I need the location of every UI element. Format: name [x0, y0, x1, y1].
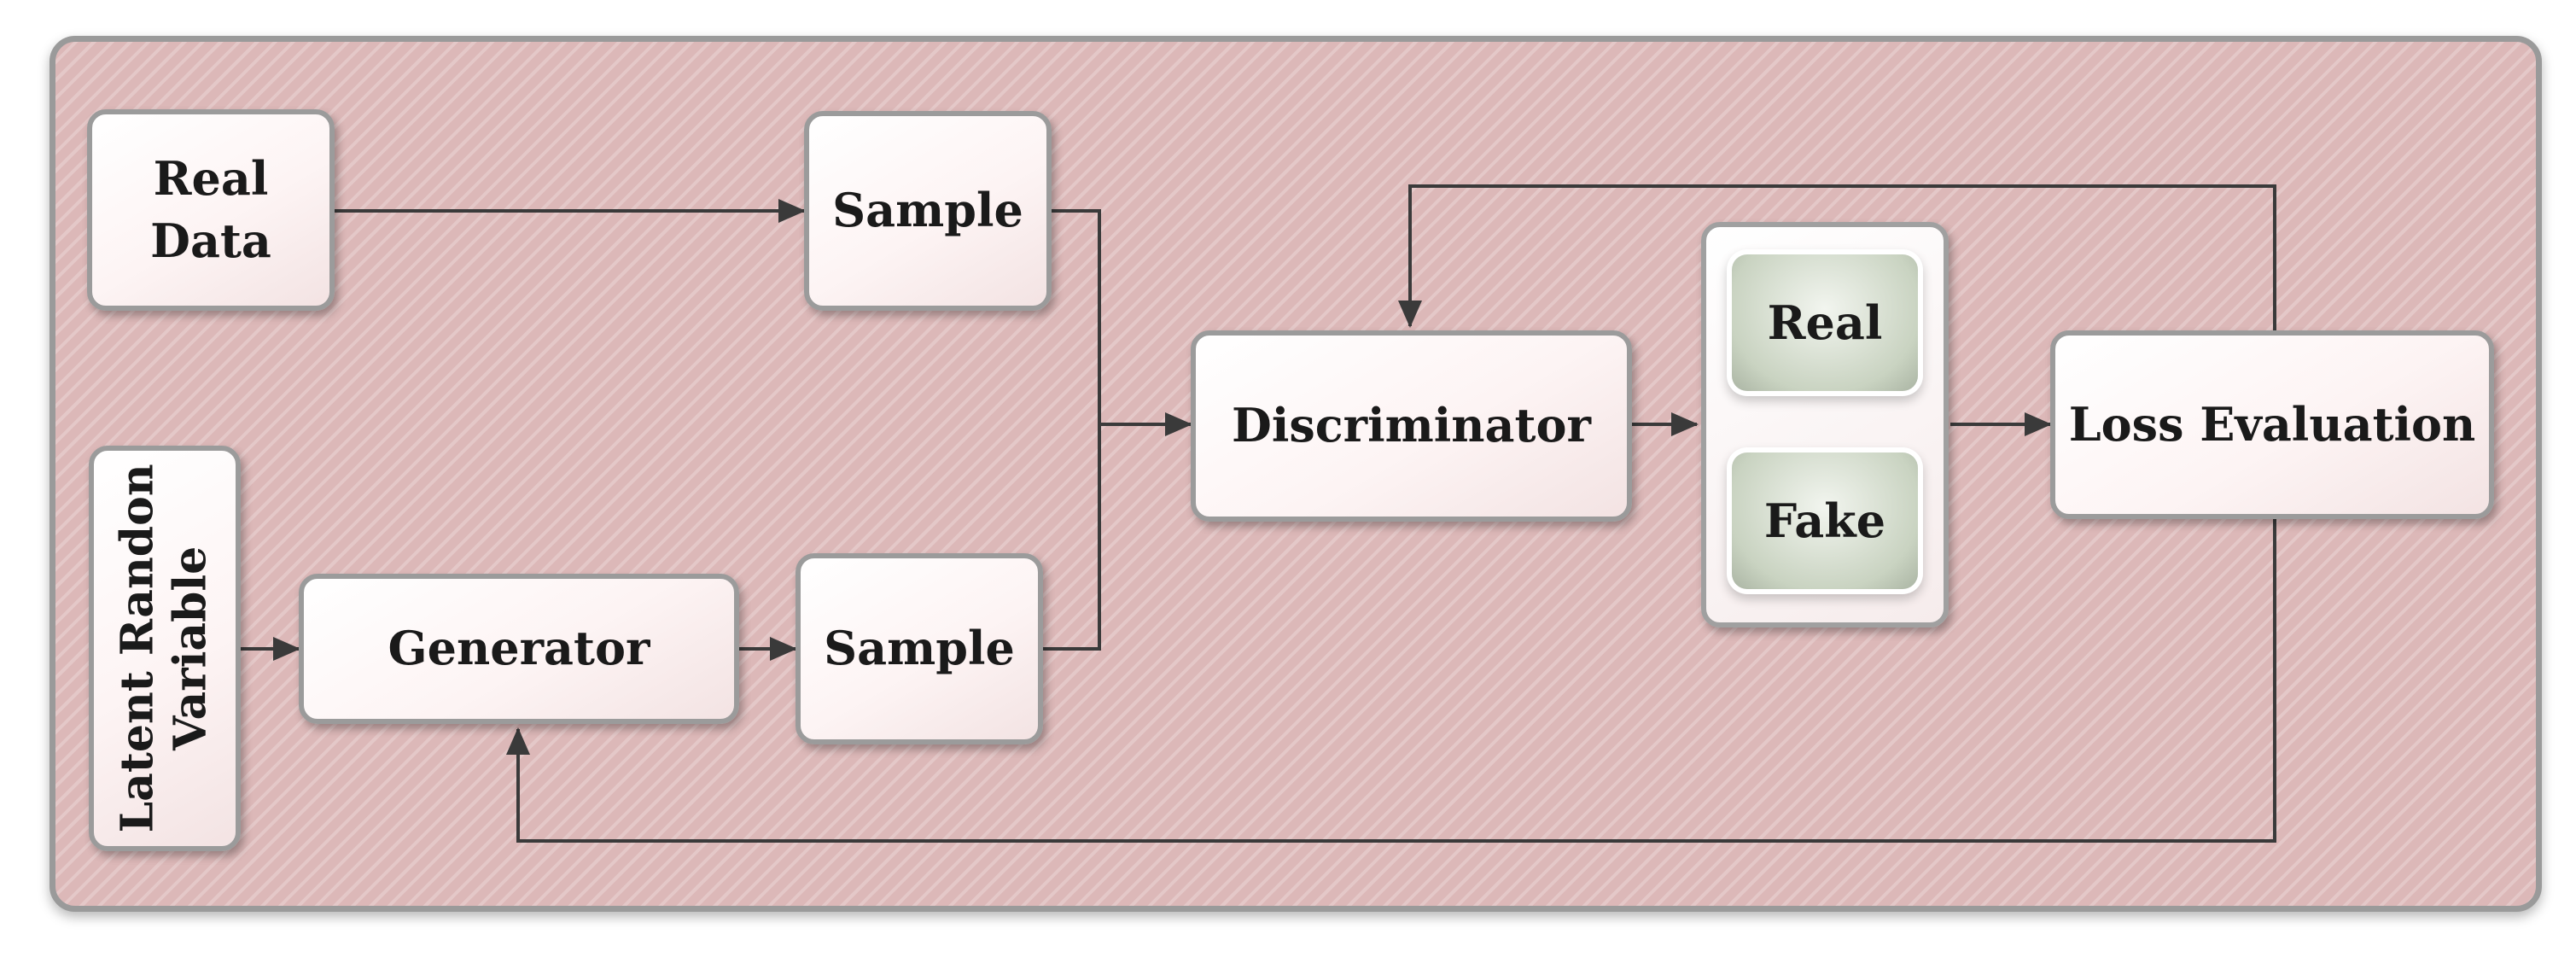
real-data-label-line2: Data	[150, 213, 271, 268]
real-data-label-line1: Real	[153, 150, 269, 206]
real-fake-output-group: Real Fake	[1701, 222, 1949, 628]
sample-top-label: Sample	[832, 183, 1023, 238]
latent-random-variable-node: Latent Randon Variable	[89, 446, 241, 851]
output-real-label: Real	[1767, 295, 1883, 350]
generator-label: Generator	[388, 621, 650, 676]
output-fake-label: Fake	[1763, 493, 1886, 548]
latent-random-variable-label: Latent Randon Variable	[112, 464, 219, 832]
generator-node: Generator	[299, 574, 739, 724]
sample-bottom-label: Sample	[824, 621, 1015, 676]
real-data-node: Real Data	[87, 109, 335, 311]
output-real-node: Real	[1732, 254, 1918, 391]
edge-loss-to-generator-feedback	[506, 519, 2276, 843]
latent-label-line1: Latent Randon	[111, 464, 164, 833]
latent-label-line2: Variable	[165, 546, 218, 751]
edge-loss-to-discriminator-feedback	[1398, 184, 2276, 330]
output-fake-node: Fake	[1732, 452, 1918, 589]
edge-sample-bottom-to-discriminator	[1043, 424, 1101, 651]
sample-bottom-node: Sample	[796, 553, 1043, 744]
discriminator-label: Discriminator	[1232, 398, 1591, 453]
sample-top-node: Sample	[804, 111, 1052, 311]
loss-evaluation-label: Loss Evaluation	[2068, 396, 2476, 452]
discriminator-node: Discriminator	[1191, 330, 1632, 522]
edge-sample-top-to-discriminator	[1052, 209, 1101, 424]
loss-evaluation-node: Loss Evaluation	[2050, 330, 2494, 519]
